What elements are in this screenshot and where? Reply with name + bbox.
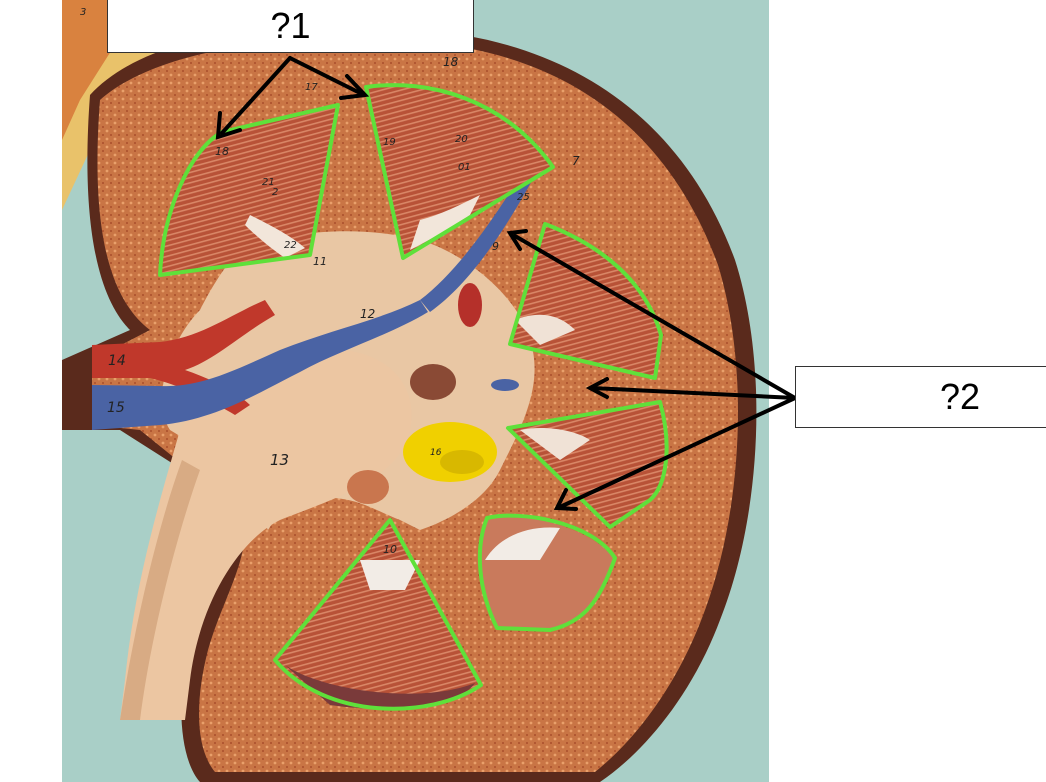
outline-pyramid-2 [364, 83, 555, 260]
calyx-opening-2 [347, 470, 389, 504]
model-number-01: 01 [458, 162, 471, 173]
ureter [120, 349, 412, 720]
adrenal-inner [62, 0, 120, 140]
model-number-2: 2 [272, 187, 278, 198]
question-label-2-text: ?2 [940, 376, 981, 417]
arrowheads [215, 74, 609, 511]
model-number-13: 13 [270, 451, 289, 469]
arrows [220, 56, 797, 509]
model-number-22: 22 [284, 240, 297, 251]
arrow-2b-shaft [590, 386, 797, 400]
vein-branch-upper [420, 160, 540, 312]
model-number-10: 10 [383, 543, 397, 556]
ureter-shadow [120, 460, 200, 720]
papilla-1 [245, 215, 305, 258]
vessel-cut-2 [458, 283, 482, 327]
papilla-5 [485, 527, 560, 560]
arrowhead-2b [585, 377, 609, 399]
vessel-cut-1 [491, 379, 519, 391]
question-label-2: ?2 [795, 366, 1046, 428]
question-label-1: ?1 [107, 0, 474, 53]
outline-pyramid-5 [477, 513, 617, 632]
model-number-9: 9 [492, 240, 499, 253]
outline-pyramid-3 [508, 222, 663, 380]
arrow-2c-shaft [558, 396, 797, 509]
arrowhead-1b [339, 74, 370, 100]
arrow-1a-shaft [220, 56, 292, 135]
pyramid-6 [275, 520, 480, 708]
papilla-4 [520, 428, 590, 460]
model-number-20: 20 [455, 134, 468, 145]
papilla-6 [360, 560, 420, 590]
model-number-17: 17 [305, 82, 318, 93]
calyx-opening-1 [410, 364, 456, 400]
outline-pyramid-4 [506, 400, 669, 529]
model-number-7: 7 [572, 154, 580, 168]
model-number-14: 14 [108, 353, 126, 369]
model-number-15: 15 [107, 400, 125, 416]
model-number-21: 21 [262, 177, 275, 188]
pyramid-2 [368, 84, 552, 258]
model-number-18: 18 [443, 55, 459, 69]
outline-pyramid-6 [273, 518, 483, 711]
model-number-3: 3 [80, 7, 86, 18]
arrow-2a-shaft [513, 234, 797, 400]
model-number-16: 16 [430, 448, 442, 458]
left-white-strip [0, 0, 62, 782]
arrowhead-2c [553, 488, 578, 511]
model-number-19: 19 [383, 137, 396, 148]
question-label-1-text: ?1 [270, 4, 311, 46]
highlight-outlines [158, 83, 669, 711]
arrowhead-2a [506, 229, 528, 251]
papilla-3 [515, 314, 575, 345]
model-number-12: 12 [360, 307, 375, 321]
arrow-1b-shaft [288, 56, 364, 96]
model-number-18b: 18 [215, 145, 229, 158]
sinus-fat-shade [440, 450, 484, 474]
papilla-2 [410, 195, 480, 250]
model-number-25: 25 [517, 192, 530, 203]
model-number-11: 11 [313, 255, 327, 268]
renal-vein [92, 300, 428, 430]
renal-artery [92, 300, 275, 415]
arrowhead-1a [215, 111, 242, 140]
